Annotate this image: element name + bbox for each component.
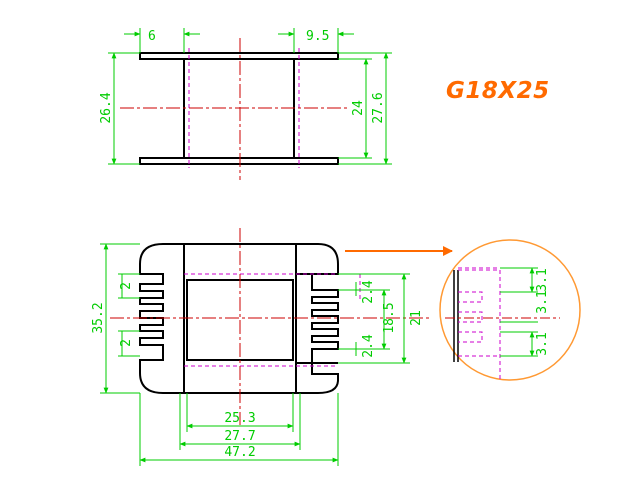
front-view-dimensions <box>100 243 410 466</box>
dim-mid-width: 27.7 <box>224 429 255 444</box>
dim-total-height: 27.6 <box>371 92 386 123</box>
dim-detail-middle: 3.1 <box>535 290 550 313</box>
dim-detail-top: 3.1 <box>535 268 550 291</box>
detail-outline <box>453 270 459 362</box>
detail-view: 3.1 3.1 3.1 <box>439 239 581 382</box>
dim-pin-pitch-bottom: 2.4 <box>361 334 376 358</box>
top-view-centerlines <box>120 38 350 180</box>
dim-detail-bottom: 3.1 <box>535 332 550 355</box>
top-view: 6 9.5 26.4 24 27.6 <box>99 28 392 180</box>
dim-pin-pitch-top: 2.4 <box>361 280 376 304</box>
detail-circle <box>439 239 581 381</box>
dim-pin-space-left-bottom: 2 <box>119 339 134 347</box>
dim-inner-height: 24 <box>351 100 366 116</box>
dim-pin-space-left-top: 2 <box>119 282 134 290</box>
dim-total-width: 47.2 <box>224 445 255 460</box>
dim-inner-width: 25.3 <box>224 411 255 426</box>
dim-front-height: 35.2 <box>91 302 106 333</box>
front-view-centerlines <box>110 228 430 425</box>
top-view-dimensions <box>108 28 392 165</box>
front-view-hidden-lines <box>184 273 361 367</box>
dim-outer-height: 26.4 <box>99 92 114 123</box>
dim-pin-span: 18.5 <box>382 302 397 333</box>
detail-dimensions <box>500 267 538 357</box>
dim-left-flange: 6 <box>148 29 156 44</box>
dim-right-flange: 9.5 <box>306 29 329 44</box>
part-number-title: G18X25 <box>446 78 550 104</box>
front-view: 2 2 35.2 2.4 2.4 18.5 21 25.3 27.7 47.2 <box>91 228 430 466</box>
dim-total-pin-span: 21 <box>409 310 424 326</box>
